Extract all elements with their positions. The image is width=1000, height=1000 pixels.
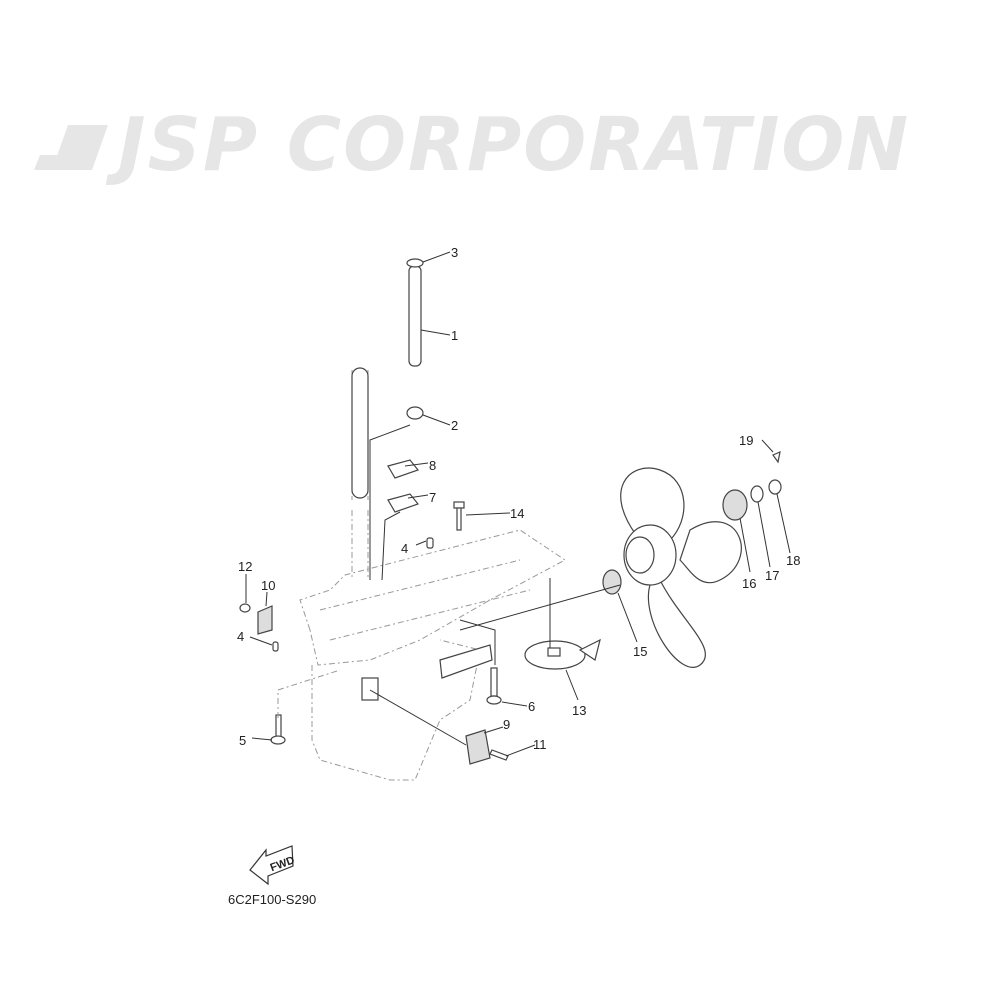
part-3-grommet[interactable] [406, 258, 424, 268]
part-11-screw[interactable] [489, 749, 509, 761]
propeller [620, 467, 742, 668]
part-6-bolt[interactable] [486, 667, 502, 705]
callout-15[interactable]: 15 [633, 644, 647, 659]
part-16-spacer[interactable] [722, 489, 748, 521]
callout-16[interactable]: 16 [742, 576, 756, 591]
part-4-dowel-pin-lower[interactable] [272, 641, 279, 652]
part-17-washer[interactable] [750, 485, 764, 503]
part-13-trim-tab[interactable] [524, 638, 601, 670]
part-10-plate[interactable] [257, 605, 273, 635]
part-18-nut[interactable] [768, 479, 782, 495]
part-12-nut[interactable] [239, 603, 251, 613]
part-14-bolt[interactable] [453, 501, 465, 531]
callout-3[interactable]: 3 [451, 245, 458, 260]
callout-2[interactable]: 2 [451, 418, 458, 433]
callout-8[interactable]: 8 [429, 458, 436, 473]
part-4-dowel-pin[interactable] [426, 537, 434, 549]
part-1-water-tube[interactable] [408, 265, 422, 367]
callout-labels: 3 1 2 8 7 14 4 12 10 4 5 6 13 9 11 15 16… [237, 245, 800, 752]
callout-12[interactable]: 12 [238, 559, 252, 574]
callout-9[interactable]: 9 [503, 717, 510, 732]
part-2-grommet[interactable] [406, 406, 424, 420]
part-8-rubber-seal[interactable] [387, 459, 419, 479]
diagram-code: 6C2F100-S290 [228, 892, 316, 907]
part-19-cotter-pin[interactable] [772, 450, 781, 464]
watermark-logo: JSP CORPORATION [34, 102, 910, 188]
watermark-text: JSP CORPORATION [105, 102, 910, 188]
callout-1[interactable]: 1 [451, 328, 458, 343]
part-15-thrust-washer[interactable] [602, 569, 622, 595]
callout-19[interactable]: 19 [739, 433, 753, 448]
part-7-rubber-seal[interactable] [387, 493, 419, 513]
fwd-arrow-icon: FWD [249, 845, 296, 886]
callout-14[interactable]: 14 [510, 506, 524, 521]
callout-4[interactable]: 4 [401, 541, 408, 556]
callout-7[interactable]: 7 [429, 490, 436, 505]
callout-6[interactable]: 6 [528, 699, 535, 714]
leader-lines [245, 251, 791, 757]
callout-10[interactable]: 10 [261, 578, 275, 593]
callout-4-lower[interactable]: 4 [237, 629, 244, 644]
part-9-plate[interactable] [465, 729, 491, 765]
callout-5[interactable]: 5 [239, 733, 246, 748]
lower-case-outline [299, 367, 566, 781]
callout-13[interactable]: 13 [572, 703, 586, 718]
part-5-bolt[interactable] [270, 714, 286, 745]
callout-17[interactable]: 17 [765, 568, 779, 583]
callout-18[interactable]: 18 [786, 553, 800, 568]
callout-11[interactable]: 11 [533, 737, 547, 752]
